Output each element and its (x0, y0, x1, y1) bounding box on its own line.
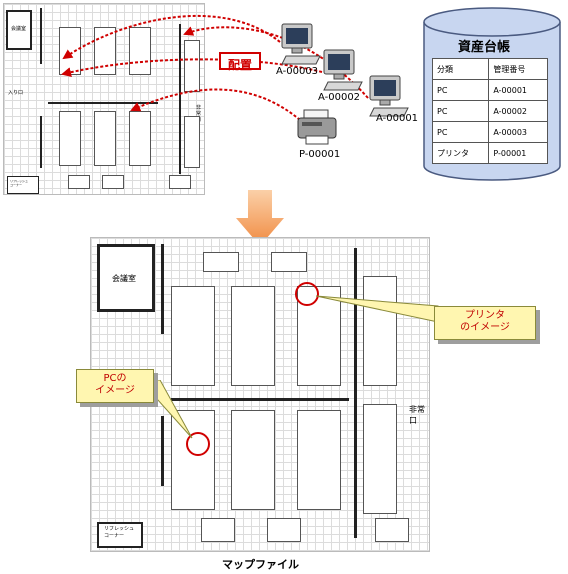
table-header-row: 分類 管理番号 (431, 58, 548, 80)
top-floor-map: 会議室 入り口 非常口 リフレッシュ コーナー (3, 3, 205, 195)
pc-a00003-icon (281, 23, 321, 65)
bottom-desk-b (231, 286, 275, 386)
printer-callout-text: プリンタ のイメージ (460, 310, 510, 333)
map-file-caption: マップファイル (222, 558, 299, 571)
top-refresh-label: リフレッシュ コーナー (10, 179, 29, 187)
top-desk-2 (94, 27, 116, 75)
bottom-wall-left-2 (161, 416, 164, 486)
table-cell: P-00001 (488, 142, 548, 164)
bottom-wall-mid (171, 398, 349, 401)
top-meeting-room: 会議室 (6, 10, 32, 50)
bottom-wall-left (161, 244, 164, 334)
column-header: 管理番号 (488, 58, 548, 80)
top-wall-left (40, 8, 42, 64)
pc-a00001-icon (369, 75, 409, 117)
table-cell: PC (431, 79, 490, 101)
pc-highlight-circle (186, 432, 210, 456)
pc-callout: PCの イメージ (76, 369, 154, 403)
printer-callout-pointer (316, 295, 439, 323)
bottom-refresh-corner: リフレッシュ コーナー (97, 522, 143, 548)
table-cell: プリンタ (431, 142, 490, 164)
bottom-desk-d (363, 276, 397, 386)
placement-label-text: 配置 (227, 58, 252, 72)
pc-a00002-label: A-00002 (318, 92, 361, 103)
bottom-wall-right (354, 248, 357, 538)
bottom-desk-e (171, 410, 215, 510)
pc-a00002-icon (323, 49, 363, 91)
bottom-meeting-room: 会議室 (97, 244, 155, 312)
pc-a00003-label: A-00003 (276, 66, 319, 77)
bottom-item-1 (201, 518, 235, 542)
printer-highlight-circle (295, 282, 319, 306)
down-arrow-icon (236, 190, 284, 246)
printer-p00001-label: P-00001 (299, 149, 341, 160)
table-cell: PC (431, 121, 490, 143)
top-refresh-corner: リフレッシュ コーナー (7, 176, 39, 194)
asset-ledger-title: 資産台帳 (458, 40, 511, 55)
placement-label: 配置 (219, 52, 261, 72)
bottom-exit-label: 非常口 (409, 405, 425, 425)
top-desk-6 (129, 111, 151, 166)
bottom-top-item-2 (271, 252, 307, 272)
bottom-top-item-1 (203, 252, 239, 272)
top-desk-8 (184, 116, 200, 168)
column-header: 分類 (431, 58, 490, 80)
bottom-item-2 (267, 518, 301, 542)
bottom-desk-f (231, 410, 275, 510)
top-desk-10 (102, 175, 124, 189)
table-cell: PC (431, 100, 490, 122)
printer-callout: プリンタ のイメージ (434, 306, 536, 340)
table-row: プリンタ P-00001 (431, 142, 548, 164)
pc-callout-text: PCの イメージ (95, 373, 135, 396)
bottom-meeting-room-label: 会議室 (112, 274, 136, 283)
table-cell: A-00001 (488, 79, 548, 101)
top-desk-11 (169, 175, 191, 189)
table-cell: A-00002 (488, 100, 548, 122)
printer-p00001-icon (297, 109, 337, 145)
top-wall-left-2 (40, 116, 42, 168)
table-row: PC A-00003 (431, 121, 548, 143)
top-desk-9 (68, 175, 90, 189)
top-desk-4 (59, 111, 81, 166)
top-wall-right (179, 24, 181, 174)
top-meeting-room-label: 会議室 (11, 26, 27, 32)
top-entrance-label: 入り口 (8, 90, 24, 96)
asset-ledger-table: 分類 管理番号 PC A-00001 PC A-00002 PC A-00003… (431, 58, 548, 164)
bottom-desk-g (297, 410, 341, 510)
top-desk-3 (129, 27, 151, 75)
table-row: PC A-00001 (431, 79, 548, 101)
bottom-desk-a (171, 286, 215, 386)
pc-a00001-label: A-00001 (376, 113, 419, 124)
top-desk-5 (94, 111, 116, 166)
table-cell: A-00003 (488, 121, 548, 143)
bottom-refresh-label: リフレッシュ コーナー (104, 526, 135, 539)
bottom-desk-h (363, 404, 397, 514)
top-wall-mid (48, 102, 158, 104)
table-row: PC A-00002 (431, 100, 548, 122)
bottom-item-3 (375, 518, 409, 542)
